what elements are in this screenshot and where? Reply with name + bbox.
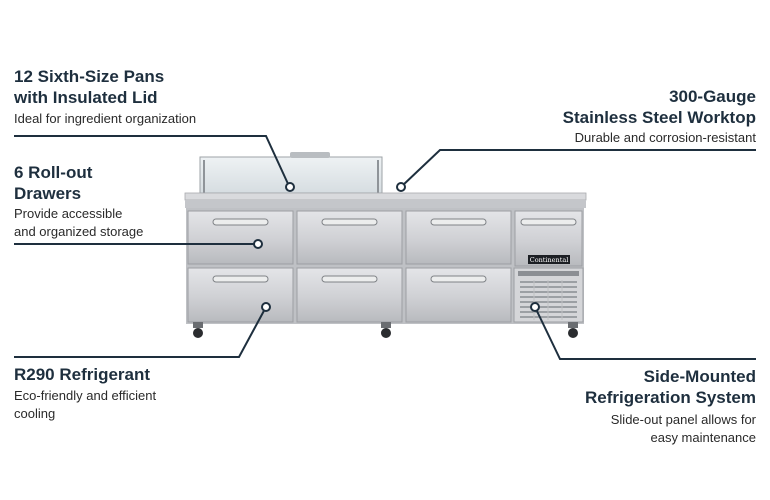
callout-pans-desc: Ideal for ingredient organization (14, 111, 197, 126)
brand-badge-text: Continental (530, 256, 569, 264)
marker-refrigerant (261, 302, 271, 312)
marker-worktop (396, 182, 406, 192)
callout-worktop-title-1: 300-Gauge (669, 87, 756, 106)
callout-system-title-1: Side-Mounted (643, 367, 756, 386)
marker-pans (285, 182, 295, 192)
callout-drawers-title-2: Drawers (14, 184, 82, 203)
marker-system (530, 302, 540, 312)
callout-system-title-2: Refrigeration System (585, 388, 756, 407)
callout-refrigerant-desc-2: cooling (14, 406, 56, 421)
refrigeration-louver-panel (513, 267, 584, 323)
leader-system (534, 306, 756, 360)
callout-pans-title-2: with Insulated Lid (14, 88, 158, 107)
casters (193, 322, 578, 338)
callout-pans-title-1: 12 Sixth-Size Pans (14, 67, 165, 86)
callout-worktop: 300-Gauge Stainless Steel Worktop Durabl… (563, 86, 756, 147)
callout-system-desc-1: Slide-out panel allows for (610, 412, 756, 427)
callout-worktop-title-2: Stainless Steel Worktop (562, 108, 756, 127)
callout-refrigerant: R290 Refrigerant Eco-friendly and effici… (14, 364, 156, 423)
callout-drawers-title-1: 6 Roll-out (14, 163, 93, 182)
callout-pans: 12 Sixth-Size Pans with Insulated Lid Id… (14, 66, 196, 128)
worktop (184, 192, 587, 208)
callout-worktop-desc: Durable and corrosion-resistant (574, 130, 756, 145)
callout-system-desc-2: easy maintenance (650, 430, 756, 445)
callout-refrigerant-title: R290 Refrigerant (14, 365, 151, 384)
callout-drawers-desc-2: and organized storage (14, 224, 144, 239)
callout-drawers-desc-1: Provide accessible (14, 206, 123, 221)
leader-pans (14, 135, 290, 187)
marker-drawers (253, 239, 263, 249)
leader-refrigerant (14, 306, 267, 358)
callout-system: Side-Mounted Refrigeration System Slide-… (585, 366, 756, 447)
callout-drawers: 6 Roll-out Drawers Provide accessible an… (14, 162, 143, 241)
brand-badge: Continental (528, 255, 570, 264)
callout-refrigerant-desc-1: Eco-friendly and efficient (14, 388, 157, 403)
leader-worktop (401, 149, 756, 187)
drawer-handles (212, 218, 577, 283)
